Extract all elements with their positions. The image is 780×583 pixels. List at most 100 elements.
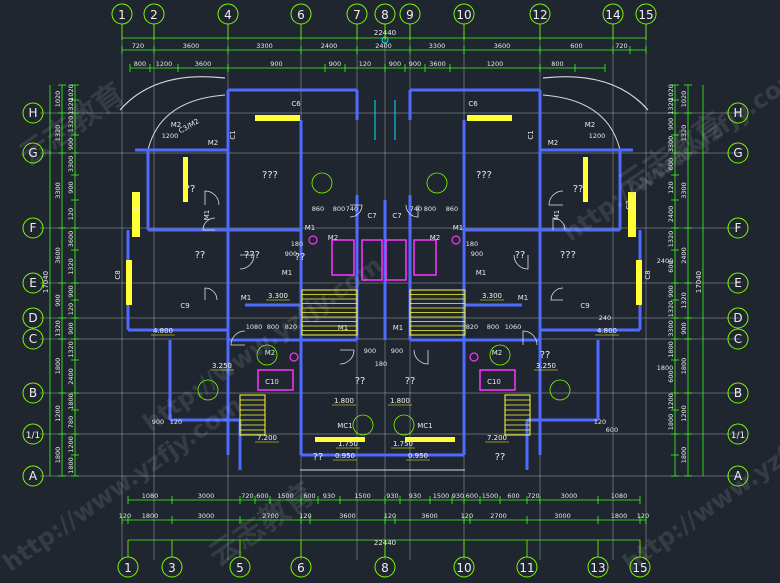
- interior-dim-label: 180: [466, 240, 478, 248]
- axis-bubble-right: [727, 423, 749, 445]
- tub-right: [385, 239, 407, 281]
- door-swing: [405, 204, 419, 218]
- left-dim-outer-label: 1800: [54, 358, 62, 375]
- door-swing: [513, 254, 529, 270]
- interior-dim-label: 800: [333, 205, 345, 213]
- axis-bubble-right: [727, 272, 749, 294]
- axis-label-right: E: [734, 276, 742, 290]
- bottom-dim-row2-label: 120: [299, 512, 311, 520]
- window-label-c6: C6: [468, 100, 478, 108]
- axis-bubble-right: [727, 102, 749, 124]
- window-c2-left: [132, 192, 140, 237]
- axis-bubble-left: [22, 307, 44, 329]
- elevation-label: 0.950: [335, 452, 355, 460]
- room-marker: [393, 414, 415, 436]
- bottom-dim-row1-label: 600: [303, 492, 315, 500]
- axis-bubble-right: [727, 142, 749, 164]
- bottom-dim-row1-label: 3000: [198, 492, 215, 500]
- door-swing: [339, 349, 355, 365]
- left-dim-inner-label: 1800: [67, 393, 75, 410]
- elevation-label: 7.200: [257, 434, 277, 442]
- axis-bubble-left: [22, 217, 44, 239]
- door-swing: [204, 287, 218, 301]
- bottom-dim-row2-label: 120: [461, 512, 473, 520]
- bottom-dim-row2-label: 3000: [554, 512, 571, 520]
- door-swing: [230, 330, 246, 346]
- top-dim-row1-label: 720: [132, 42, 144, 50]
- room-label: ??: [405, 376, 416, 387]
- door-label-m2: M2: [328, 234, 339, 242]
- bottom-dim-row2-label: 2700: [490, 512, 507, 520]
- interior-dim-label: 180: [291, 240, 303, 248]
- left-dim-inner-label: 120: [67, 303, 75, 315]
- bay-arc-right: [542, 76, 649, 111]
- window-mc1-right: [405, 437, 455, 442]
- bottom-dim-row1-label: 600: [256, 492, 268, 500]
- axis-label-left: A: [29, 469, 38, 483]
- interior-dim-label: 900: [152, 418, 164, 426]
- column-right: [583, 157, 588, 202]
- right-dim-inner-label: 1020: [667, 84, 675, 101]
- door-label-m2: M2: [548, 139, 559, 147]
- right-dim-inner-label: 600: [667, 158, 675, 170]
- top-dim-row1-label: 3300: [256, 42, 273, 50]
- bottom-dim-row1-label: 1500: [277, 492, 294, 500]
- toilet-left: [289, 352, 299, 362]
- interior-dim-label: 900: [364, 347, 376, 355]
- axis-bubble-right: [727, 217, 749, 239]
- window-c6-right: [467, 115, 512, 121]
- right-dim-outer-label: 1320: [680, 292, 688, 309]
- axis-label-top: 9: [406, 8, 414, 22]
- right-total-label: 17040: [695, 271, 703, 293]
- right-dim-inner-label: 600: [667, 370, 675, 382]
- door-swing: [349, 204, 363, 218]
- window-label-c1: C1: [527, 130, 535, 139]
- left-dim-inner-label: 3600: [67, 231, 75, 248]
- room-label: ???: [560, 250, 576, 261]
- right-dim-outer-label: 1800: [680, 447, 688, 464]
- interior-dim-label: 740: [346, 205, 358, 213]
- left-dim-inner-label: 1320: [67, 116, 75, 133]
- axis-label-right: C: [734, 332, 742, 346]
- top-dim-row2-label: 800: [134, 60, 146, 68]
- top-dim-row2-label: 1200: [156, 60, 173, 68]
- stair-front-left: [239, 394, 266, 436]
- right-dim-outer-label: 900: [680, 322, 688, 334]
- door-label-m1: M1: [338, 324, 349, 332]
- top-dim-row2-label: 3600: [429, 60, 446, 68]
- room-marker: [352, 414, 374, 436]
- bath-right: [413, 239, 437, 276]
- axis-label-top: 15: [638, 8, 653, 22]
- axis-label-top: 14: [605, 8, 620, 22]
- right-dim-inner-label: 900: [667, 118, 675, 130]
- axis-bubble-right: [727, 465, 749, 487]
- top-dim-row2-label: 120: [359, 60, 371, 68]
- room-marker: [197, 379, 219, 401]
- left-dim-outer-label: 1800: [54, 447, 62, 464]
- bottom-dim-row2-label: 120: [119, 512, 131, 520]
- stair-left: [301, 289, 358, 336]
- axis-label-top: 12: [532, 8, 547, 22]
- top-dim-row1-label: 2400: [321, 42, 338, 50]
- bottom-dim-row1-label: 720: [527, 492, 539, 500]
- bottom-dim-row1-label: 1500: [482, 492, 499, 500]
- axis-label-left: D: [28, 311, 37, 325]
- room-label: ??: [313, 452, 324, 463]
- axis-label-top: 10: [456, 8, 471, 22]
- interior-dim-label: 180: [375, 360, 387, 368]
- interior-dim-label: 120: [594, 418, 606, 426]
- axis-bubble-left: [22, 465, 44, 487]
- right-dim-inner-label: 900: [667, 285, 675, 297]
- axis-label-right: 1/1: [731, 431, 745, 441]
- axis-label-bottom: 1: [124, 561, 132, 575]
- interior-dim-label: 2400: [657, 257, 674, 265]
- window-label-mc1: MC1: [417, 422, 432, 430]
- right-dim-inner-label: 2400: [667, 206, 675, 223]
- axis-bubble-right: [727, 307, 749, 329]
- elevation-label: 3.250: [212, 362, 232, 370]
- left-dim-inner-label: 2400: [67, 368, 75, 385]
- right-dim-outer-label: 1800: [680, 358, 688, 375]
- axis-label-bottom: 8: [381, 561, 389, 575]
- axis-label-left: 1/1: [26, 431, 40, 441]
- c10-left: [257, 369, 294, 391]
